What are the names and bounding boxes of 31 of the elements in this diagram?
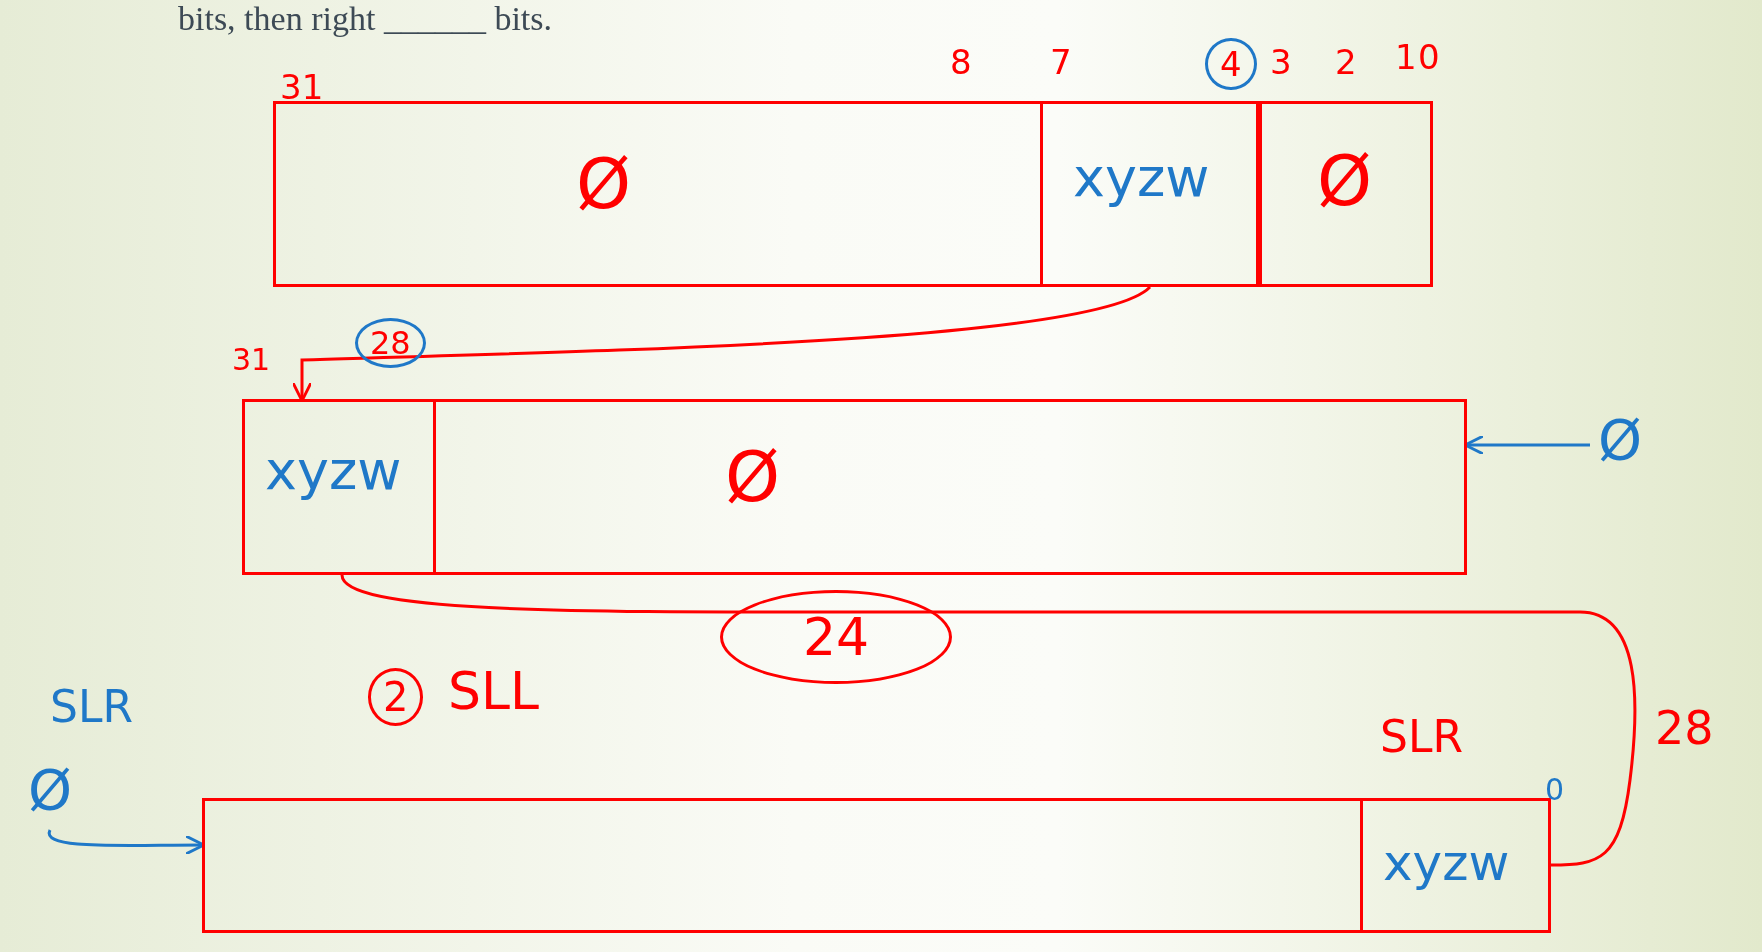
bit-number: 7 [1050,45,1072,79]
bit-number: 0 [1545,775,1565,805]
field-value: xyzw [265,444,402,498]
bit-number: 2 [1335,45,1357,79]
question-text: bits, then right ______ bits. [178,2,552,36]
bit-number: 28 [1655,705,1714,751]
zero-mark: Ø [1598,412,1643,468]
register-bar [202,798,1551,933]
bit-number: 8 [950,45,972,79]
zero-mark: Ø [576,149,632,219]
field-value: xyzw [1383,838,1510,888]
bit-number: 3 [1270,45,1292,79]
connector-line [340,574,1637,867]
bit-number: 31 [232,345,271,375]
field-value: xyzw [1073,151,1210,205]
bit-field [1040,101,1259,287]
bit-number: 28 [355,318,426,368]
step-number: 2 [368,668,424,726]
zero-mark: Ø [28,762,73,818]
bit-number: 4 [1205,38,1257,90]
bit-number: 1 [1395,40,1417,74]
zero-mark: Ø [725,442,781,512]
shift-label: SLL [448,665,539,717]
register-bar [273,101,1433,287]
zero-mark: Ø [1317,146,1373,216]
shift-label: SLR [1380,715,1463,759]
bit-number: 0 [1418,40,1440,74]
register-bar [242,399,1467,575]
shift-amount: 24 [720,590,953,684]
bit-number: 31 [280,70,324,104]
shift-label: SLR [50,685,133,729]
